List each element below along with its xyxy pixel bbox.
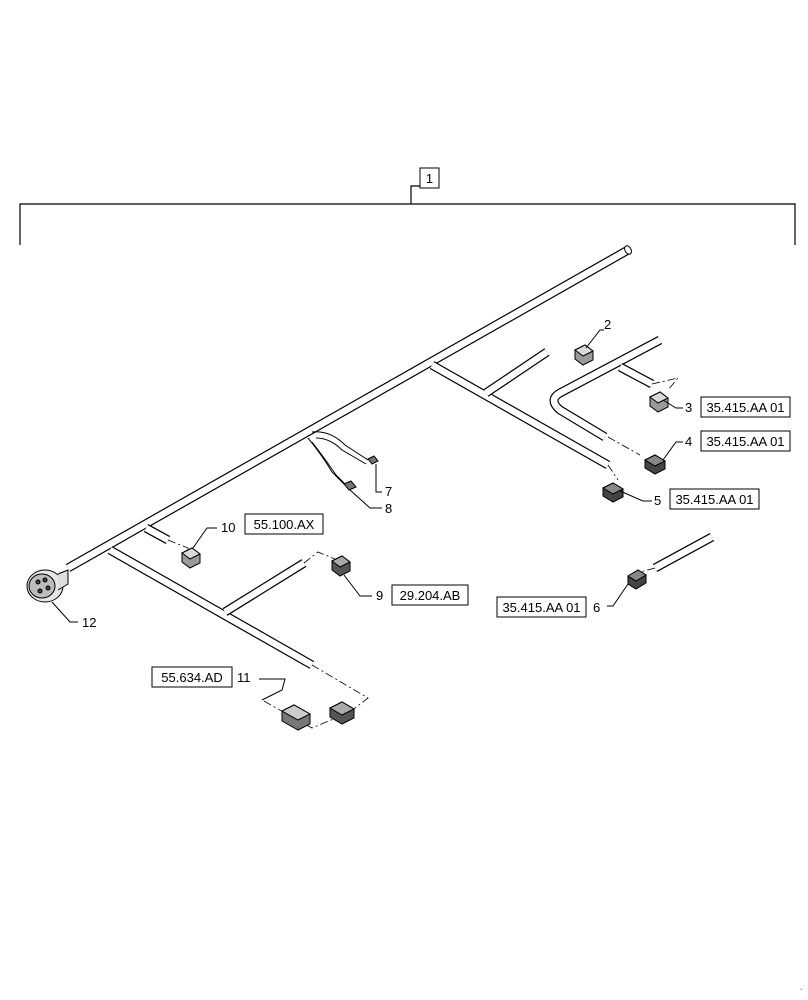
item-9-callout[interactable]: 9 29.204.AB xyxy=(376,584,469,606)
thin-wires xyxy=(307,431,369,489)
item-8-number: 8 xyxy=(385,501,392,516)
cable-item-6 xyxy=(652,533,715,572)
connector-2-shape[interactable] xyxy=(574,344,594,366)
item-2-callout[interactable]: 2 xyxy=(604,317,611,332)
round-connector-12[interactable] xyxy=(26,569,69,603)
item-4-callout[interactable]: 4 35.415.AA 01 xyxy=(685,430,791,452)
connector-6-shape[interactable] xyxy=(627,569,647,590)
connector-9-shape[interactable] xyxy=(331,555,351,577)
item-11-number: 11 xyxy=(237,670,251,685)
terminal-7-shape[interactable] xyxy=(367,455,379,465)
connector-11a-shape[interactable] xyxy=(280,704,312,731)
terminal-8-shape[interactable] xyxy=(343,480,357,491)
item-7-number: 7 xyxy=(385,484,392,499)
item-4-number: 4 xyxy=(685,434,692,449)
item-11-callout[interactable]: 55.634.AD 11 xyxy=(151,666,251,688)
item-9-number: 9 xyxy=(376,588,383,603)
item-6-reference: 35.415.AA 01 xyxy=(502,600,580,615)
connector-11b-shape[interactable] xyxy=(328,701,356,725)
item-5-callout[interactable]: 5 35.415.AA 01 xyxy=(654,488,760,510)
item-4-reference: 35.415.AA 01 xyxy=(706,434,784,449)
item-3-callout[interactable]: 3 35.415.AA 01 xyxy=(685,396,791,418)
item-9-reference: 29.204.AB xyxy=(400,588,461,603)
item-2-number: 2 xyxy=(604,317,611,332)
branch-lower-left xyxy=(107,524,315,669)
branch-right xyxy=(429,348,611,469)
corner-mark: ` xyxy=(800,988,803,997)
connector-5-shape[interactable] xyxy=(601,482,625,503)
item-10-reference: 55.100.AX xyxy=(254,517,315,532)
item-1-number: 1 xyxy=(426,171,433,186)
connector-4-shape[interactable] xyxy=(643,454,667,475)
item-12-callout[interactable]: 12 xyxy=(82,615,96,630)
harness-tubes xyxy=(65,245,715,669)
item-12-number: 12 xyxy=(82,615,96,630)
item-10-callout[interactable]: 10 55.100.AX xyxy=(221,513,324,535)
item-5-number: 5 xyxy=(654,493,661,508)
branch-bent xyxy=(549,336,663,441)
connector-10-shape[interactable] xyxy=(181,547,201,569)
item-6-number: 6 xyxy=(593,600,600,615)
connector-3-shape[interactable] xyxy=(649,391,669,413)
item-5-reference: 35.415.AA 01 xyxy=(675,492,753,507)
callout-leaders xyxy=(51,329,683,701)
item-7-callout[interactable]: 7 xyxy=(385,484,392,499)
item-8-callout[interactable]: 8 xyxy=(385,501,392,516)
main-trunk xyxy=(65,245,632,572)
item-11-reference: 55.634.AD xyxy=(161,670,222,685)
item-1-callout[interactable]: 1 xyxy=(419,167,440,189)
item-10-number: 10 xyxy=(221,520,235,535)
assembly-bracket xyxy=(19,185,796,245)
item-3-reference: 35.415.AA 01 xyxy=(706,400,784,415)
item-6-callout[interactable]: 35.415.AA 01 6 xyxy=(496,596,600,618)
item-3-number: 3 xyxy=(685,400,692,415)
